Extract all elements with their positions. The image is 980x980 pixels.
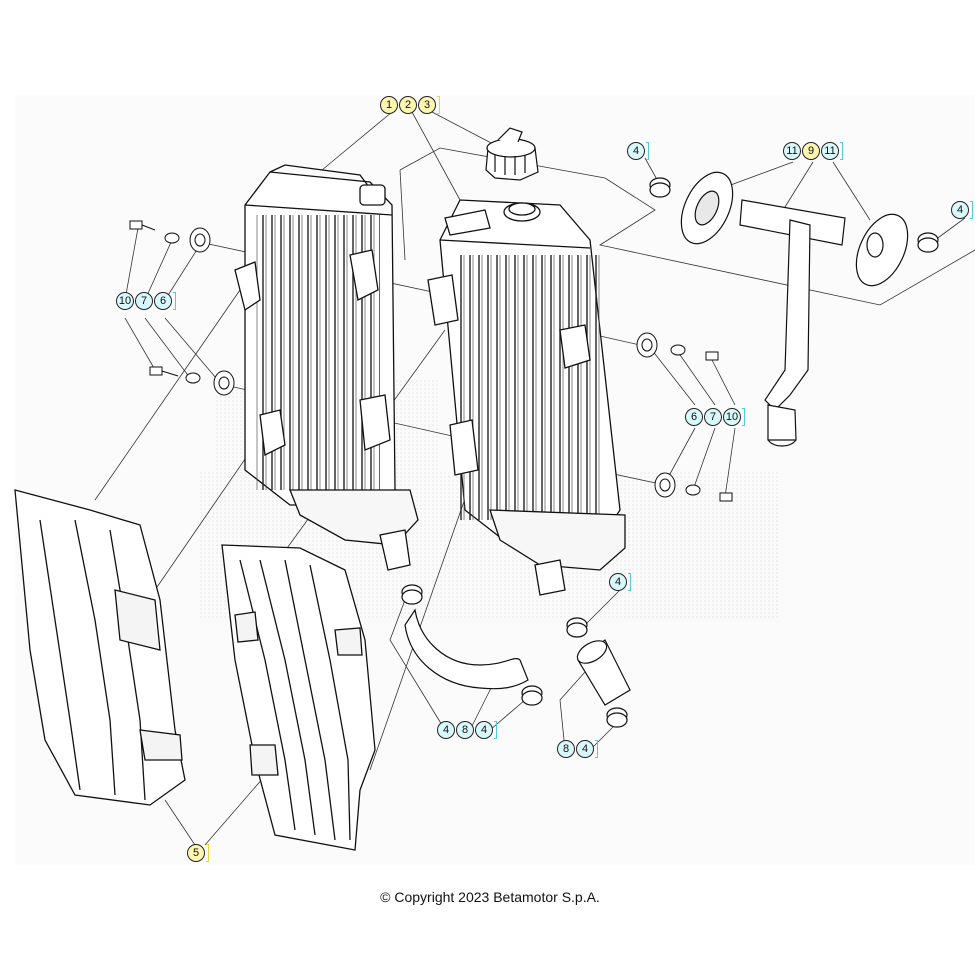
callout-badge-1[interactable]: 1 <box>380 96 398 114</box>
callout-badge-5[interactable]: 5 <box>187 844 205 862</box>
callout-badge-10[interactable]: 10 <box>116 292 134 310</box>
hose-straight <box>576 639 631 706</box>
callout-badge-3[interactable]: 3 <box>418 96 436 114</box>
callout-8-4: 8 4 <box>557 739 598 759</box>
callout-4-mid: 4 <box>609 572 631 592</box>
radiator-guard-right <box>221 544 376 851</box>
callout-1-2-3: 1 2 3 <box>380 95 440 115</box>
radiator-guard-left <box>14 489 186 806</box>
callout-bracket <box>595 740 598 758</box>
callout-badge-11[interactable]: 11 <box>821 142 839 160</box>
callout-badge-7[interactable]: 7 <box>135 292 153 310</box>
callout-badge-8[interactable]: 8 <box>456 721 474 739</box>
callout-bracket <box>173 292 176 310</box>
callout-badge-2[interactable]: 2 <box>399 96 417 114</box>
radiator-right <box>427 199 626 596</box>
callout-bracket <box>437 96 440 114</box>
callout-badge-4[interactable]: 4 <box>475 721 493 739</box>
callout-badge-10[interactable]: 10 <box>723 408 741 426</box>
callout-badge-4[interactable]: 4 <box>609 573 627 591</box>
hose-curved <box>404 608 529 690</box>
callout-11-9-11: 11 9 11 <box>783 141 843 161</box>
radiator-cap <box>485 127 539 181</box>
copyright-notice: © Copyright 2023 Betamotor S.p.A. <box>380 889 600 905</box>
callout-badge-6[interactable]: 6 <box>685 408 703 426</box>
fitting-plate-left <box>680 171 734 245</box>
coolant-t-pipe <box>739 199 846 447</box>
callout-badge-4[interactable]: 4 <box>951 201 969 219</box>
hose-clamps <box>401 177 939 728</box>
radiator-left <box>234 164 419 571</box>
callout-bracket <box>628 573 631 591</box>
callout-4-top: 4 <box>627 141 649 161</box>
callout-5: 5 <box>187 843 209 863</box>
callout-6-7-10: 6 7 10 <box>685 407 745 427</box>
callout-10-7-6: 10 7 6 <box>116 291 176 311</box>
fasteners <box>129 220 733 502</box>
callout-badge-8[interactable]: 8 <box>557 740 575 758</box>
callout-bracket <box>494 721 497 739</box>
callout-badge-4[interactable]: 4 <box>437 721 455 739</box>
callout-badge-9[interactable]: 9 <box>802 142 820 160</box>
callout-bracket <box>646 142 649 160</box>
callout-4-8-4: 4 8 4 <box>437 720 497 740</box>
callout-bracket <box>206 844 209 862</box>
callout-badge-7[interactable]: 7 <box>704 408 722 426</box>
callout-badge-4[interactable]: 4 <box>576 740 594 758</box>
callout-badge-11[interactable]: 11 <box>783 142 801 160</box>
callout-badge-6[interactable]: 6 <box>154 292 172 310</box>
callout-bracket <box>840 142 843 160</box>
callout-bracket <box>742 408 745 426</box>
fitting-plate-right <box>855 213 909 287</box>
callout-bracket <box>970 201 973 219</box>
callout-badge-4[interactable]: 4 <box>627 142 645 160</box>
callout-4-right: 4 <box>951 200 973 220</box>
